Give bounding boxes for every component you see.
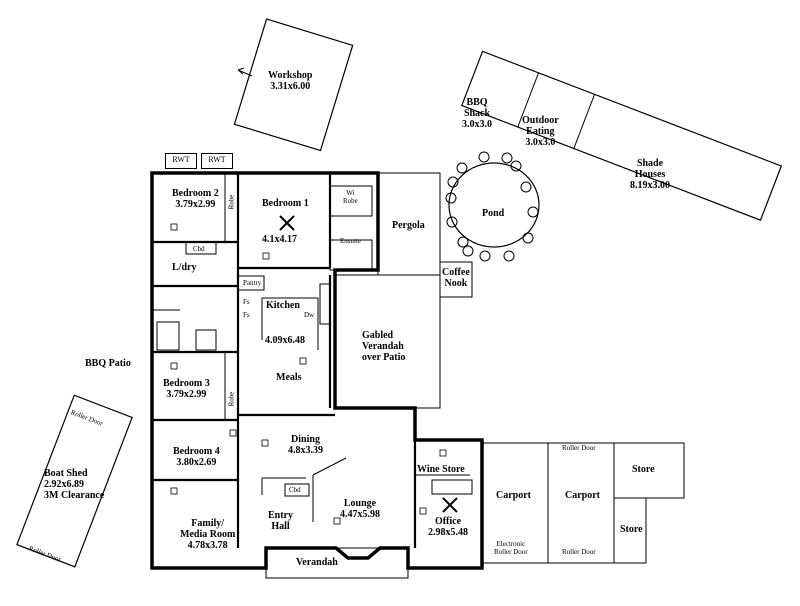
rwt-tank-2: RWT	[201, 153, 233, 169]
bbq-patio-label: BBQ Patio	[85, 358, 131, 369]
carport2-outline	[547, 442, 615, 564]
ceiling-fan-icons	[279, 215, 458, 513]
boat-shed-outline	[16, 394, 133, 568]
workshop-outline	[233, 18, 354, 152]
gabled-verandah-label: Gabled Verandah over Patio	[362, 330, 406, 363]
bedroom1-size: 4.1x4.17	[262, 234, 297, 245]
detail-walls	[152, 172, 473, 522]
outdoor-structures	[460, 50, 783, 221]
window-markers	[170, 223, 447, 525]
fs2-label: Fs	[243, 311, 250, 319]
bedroom1-label: Bedroom 1	[262, 198, 309, 209]
coffee-nook-label: Coffee Nook	[442, 267, 470, 289]
wi-robe-label: Wi Robe	[343, 189, 358, 205]
carport2-label: Carport	[565, 490, 600, 501]
store1-outline	[613, 442, 685, 499]
robe-b3-label: Robe	[227, 391, 236, 407]
store2-label: Store	[620, 524, 643, 535]
pond-chairs	[445, 151, 539, 262]
electronic-roller-door-label: Electronic Roller Door	[494, 540, 528, 556]
gabled-verandah-outline	[334, 274, 441, 409]
pergola-label: Pergola	[392, 220, 425, 231]
ensuite-label: Ensuite	[340, 237, 361, 245]
entry-hall-label: Entry Hall	[268, 510, 293, 532]
kitchen-label: Kitchen	[266, 300, 300, 311]
pantry-label: Pantry	[243, 279, 262, 287]
pond-label: Pond	[482, 208, 505, 219]
verandah-label: Verandah	[296, 557, 338, 568]
ldry-label: L/dry	[172, 262, 197, 273]
dw-label: Dw	[304, 311, 315, 319]
workshop-arrow	[237, 67, 253, 77]
roller-door-carport2-top: Roller Door	[562, 444, 596, 452]
carport1-label: Carport	[496, 490, 531, 501]
store2-outline	[613, 497, 647, 564]
roller-door-carport2-bottom: Roller Door	[562, 548, 596, 556]
wine-store-label: Wine Store	[417, 464, 465, 475]
rwt-tank-1: RWT	[165, 153, 197, 169]
fs1-label: Fs	[243, 298, 250, 306]
store1-label: Store	[632, 464, 655, 475]
robe-b2-label: Robe	[227, 194, 236, 210]
cbd-entry-label: Cbd	[289, 486, 301, 494]
cbd-ldry-label: Cbd	[193, 245, 205, 253]
kitchen-meals-size: 4.09x6.48	[265, 335, 305, 346]
house-outer-wall	[150, 171, 484, 570]
pond-outline	[448, 162, 540, 248]
verandah-outline	[265, 547, 409, 579]
meals-label: Meals	[276, 372, 302, 383]
